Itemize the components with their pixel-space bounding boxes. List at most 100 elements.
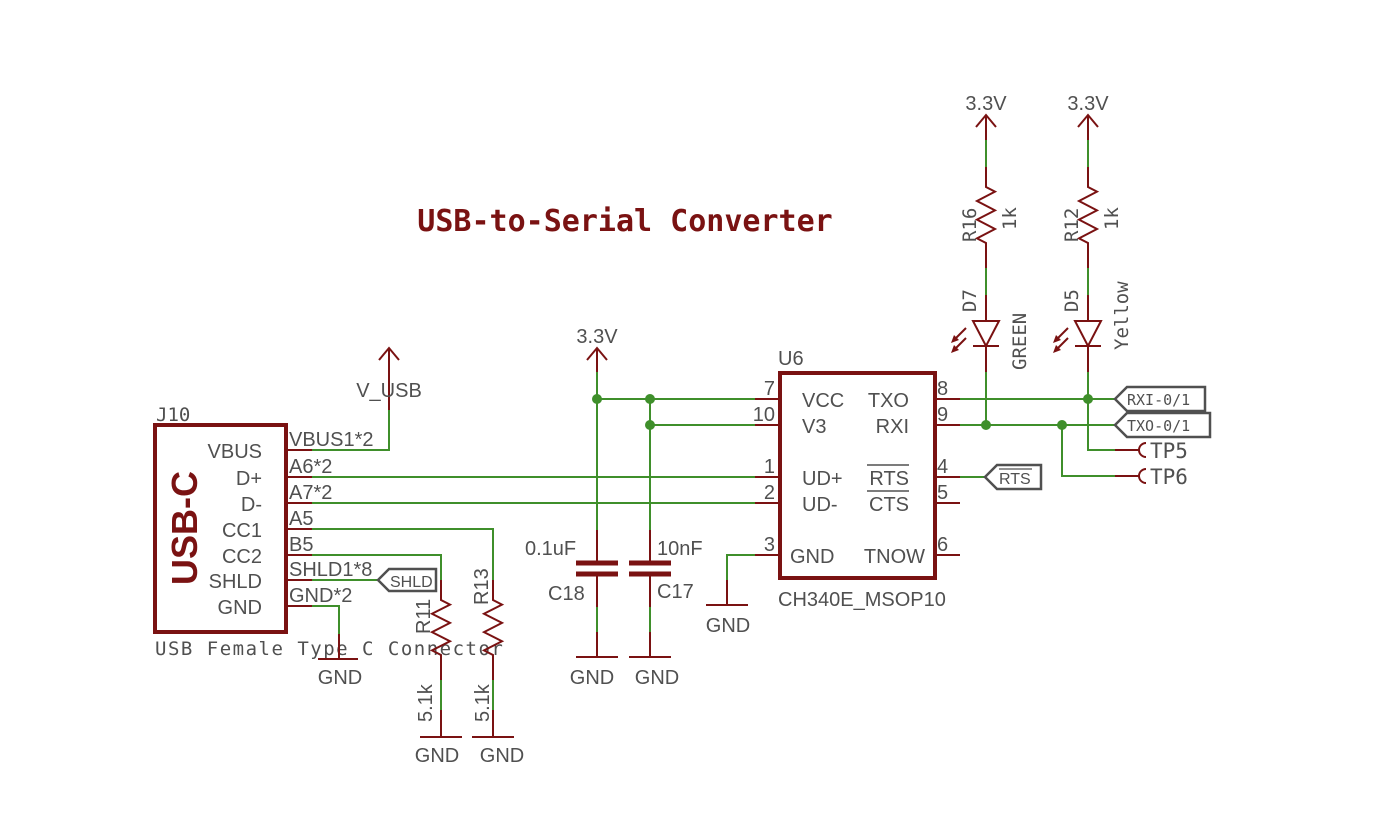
c17-ref: C17 xyxy=(657,581,694,603)
c17-value: 10nF xyxy=(657,538,703,560)
led-ref: D5 xyxy=(1061,289,1083,312)
connector-pin-name: CC1 xyxy=(222,520,262,542)
wire-cc2 xyxy=(312,554,442,580)
connector-pad-label: A6*2 xyxy=(289,456,332,478)
resistor-ref: R12 xyxy=(1061,208,1083,242)
ic-pin-number: 4 xyxy=(937,456,948,478)
v33-arrow-icon xyxy=(586,346,608,372)
ic-pin-name: TNOW xyxy=(864,546,925,568)
net-label-txo xyxy=(1113,411,1212,439)
led-value: Yellow xyxy=(1111,281,1133,350)
resistor-r12 xyxy=(1076,167,1100,268)
led-value: GREEN xyxy=(1009,313,1031,370)
v33-arrow-icon xyxy=(1077,113,1099,140)
ic-pin-number: 5 xyxy=(937,482,948,504)
gnd-label: GND xyxy=(480,745,524,767)
ic-ref: U6 xyxy=(778,348,804,370)
usb-c-connector-j10: J10 USB-C USB Female Type C Connector VB… xyxy=(153,404,504,660)
r11-value: 5.1k xyxy=(415,683,437,722)
r13-ref: R13 xyxy=(471,568,493,605)
tp6-label: TP6 xyxy=(1150,465,1188,489)
gnd-label: GND xyxy=(570,667,614,689)
resistor-ref: R16 xyxy=(959,208,981,242)
ic-pin-number: 1 xyxy=(764,456,775,478)
connector-pad-label: GND*2 xyxy=(289,585,352,607)
connector-pad-label: A5 xyxy=(289,508,313,530)
resistor-value: 1k xyxy=(999,207,1021,230)
ic-pin-name: UD- xyxy=(802,494,838,516)
connector-pin-name: VBUS xyxy=(208,441,262,463)
v33-label: 3.3V xyxy=(576,326,618,348)
connector-value: USB-C xyxy=(164,471,205,585)
vusb-arrow-icon xyxy=(378,346,400,410)
connector-pin-name: GND xyxy=(218,597,262,619)
connector-pin-name: D+ xyxy=(236,468,262,490)
ic-pin-number: 10 xyxy=(753,404,775,426)
tp5-label: TP5 xyxy=(1150,439,1188,463)
net-label-shld xyxy=(376,567,438,593)
net-label-rxi xyxy=(1113,385,1207,413)
wire-vbus xyxy=(312,410,390,451)
resistor-r16 xyxy=(974,167,998,268)
connector-pin-name: CC2 xyxy=(222,546,262,568)
wire-cc1 xyxy=(312,528,494,580)
connector-ref: J10 xyxy=(156,404,190,426)
connector-pad-label: VBUS1*2 xyxy=(289,429,374,451)
capacitor-c17: 10nF C17 GND xyxy=(629,530,703,689)
wire-vcc xyxy=(596,372,755,530)
connector-pin-name: D- xyxy=(241,494,262,516)
ic-value: CH340E_MSOP10 xyxy=(778,589,946,611)
connector-description: USB Female Type C Connector xyxy=(155,638,504,660)
led-icon xyxy=(1073,295,1103,372)
gnd-label: GND xyxy=(635,667,679,689)
wire-gnd xyxy=(312,605,340,634)
vusb-label: V_USB xyxy=(356,380,422,402)
v33-arrow-icon xyxy=(975,113,997,140)
gnd-label: GND xyxy=(318,667,362,689)
schematic-title: USB-to-Serial Converter xyxy=(417,204,832,239)
ic-pin-number: 8 xyxy=(937,378,948,400)
ic-pin-name: TXO xyxy=(868,390,909,412)
v33-label: 3.3V xyxy=(1067,93,1109,115)
net-label-shld-text: SHLD xyxy=(390,574,433,591)
ic-pin-name: UD+ xyxy=(802,468,843,490)
connector-pad-label: B5 xyxy=(289,534,313,556)
c18-ref: C18 xyxy=(548,583,585,605)
test-point-icon xyxy=(1138,442,1147,484)
gnd-symbol-icon xyxy=(706,580,748,606)
gnd-label: GND xyxy=(706,615,750,637)
gnd-symbol-icon xyxy=(318,634,358,660)
ic-pin-name: VCC xyxy=(802,390,844,412)
net-label-rts xyxy=(983,463,1043,491)
resistor-r13: R13 5.1k GND xyxy=(471,568,524,767)
r13-value: 5.1k xyxy=(472,683,494,722)
ic-pin-name: V3 xyxy=(802,416,826,438)
ic-pin-name: CTS xyxy=(869,494,909,516)
ic-pin-name: RXI xyxy=(876,416,909,438)
connector-pin-name: SHLD xyxy=(209,571,262,593)
c18-value: 0.1uF xyxy=(525,538,576,560)
ic-pin-number: 3 xyxy=(764,534,775,556)
tp-pins xyxy=(1115,449,1140,477)
resistor-value: 1k xyxy=(1101,207,1123,230)
r11-ref: R11 xyxy=(413,599,435,634)
connector-pad-label: SHLD1*8 xyxy=(289,559,372,581)
ic-pin-name: GND xyxy=(790,546,834,568)
connector-pad-label: A7*2 xyxy=(289,482,332,504)
resistor-r11: R11 5.1k GND xyxy=(413,580,462,767)
ic-pin-number: 6 xyxy=(937,534,948,556)
led-ref: D7 xyxy=(959,289,981,312)
gnd-label: GND xyxy=(415,745,459,767)
ic-pin-number: 2 xyxy=(764,482,775,504)
net-label-rxi-text: RXI-0/1 xyxy=(1127,391,1190,409)
wire-ic-gnd xyxy=(726,554,755,580)
ic-pin-name: RTS xyxy=(869,468,909,490)
capacitor-c18: 0.1uF C18 GND xyxy=(525,530,618,689)
ic-pin-number: 7 xyxy=(764,378,775,400)
wire-uart xyxy=(960,398,1115,477)
net-label-rts-text: RTS xyxy=(999,471,1031,488)
